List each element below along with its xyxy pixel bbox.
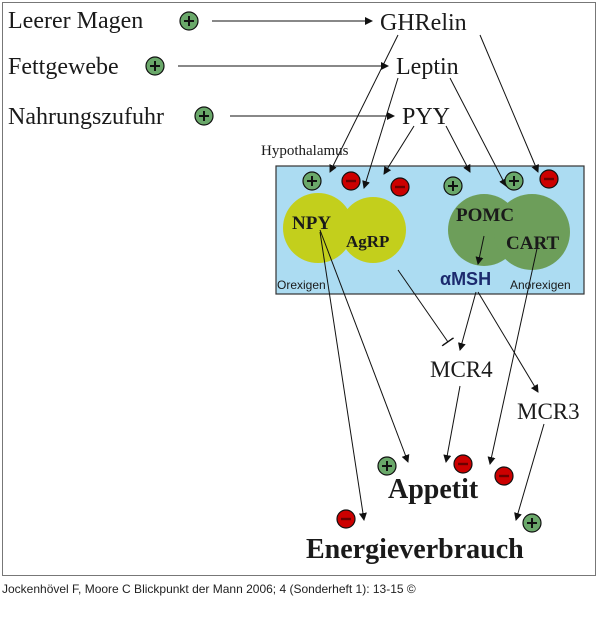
hormone-pyy: PYY	[402, 104, 450, 130]
npy-label: NPY	[292, 213, 331, 234]
hunger-regulation-diagram: ++++−−++−+−−−+ Leerer Magen Fettgewebe N…	[8, 8, 585, 565]
input-food-intake: Nahrungszufuhr	[8, 104, 164, 130]
inhibit-agrp-mcr4	[397, 269, 455, 347]
arrow-mcr3-energy	[514, 423, 545, 521]
npy-circle	[283, 193, 353, 263]
arrow-npy-energy	[319, 231, 367, 521]
agrp-label: AgRP	[346, 232, 389, 251]
appetite-minus-badge: −	[453, 454, 473, 474]
arrow-leptin-pomc	[449, 77, 507, 187]
arrow-leptin-agrp	[362, 77, 399, 189]
cart-minus-badge: −	[539, 169, 559, 189]
hormone-ghrelin: GHRelin	[380, 10, 467, 36]
cart-label: CART	[506, 233, 559, 254]
amsh-label: αMSH	[440, 269, 491, 289]
arrow-ghrelin-npy	[329, 34, 399, 173]
hypothalamus-title: Hypothalamus	[261, 143, 349, 159]
arrow-pyy-pomc	[445, 125, 471, 173]
arrow-pomc-amsh	[475, 235, 485, 265]
energy-minus-badge: −	[336, 509, 356, 529]
receptor-mcr3: MCR3	[517, 399, 580, 424]
food-intake-plus-badge: +	[194, 106, 214, 126]
orexigen-label: Orexigen	[277, 278, 326, 292]
arrow-cart-appetite	[487, 243, 539, 465]
appetite-minus-badge-2: −	[494, 466, 514, 486]
appetite-plus-badge: +	[377, 456, 397, 476]
arrow-ghrelin-cart	[479, 34, 539, 173]
arrow-pyy-agrp	[383, 125, 415, 175]
empty-stomach-plus-badge: +	[179, 11, 199, 31]
figure-frame	[2, 2, 596, 576]
arrow-npy-appetite	[319, 229, 410, 463]
figure-caption: Jockenhövel F, Moore C Blickpunkt der Ma…	[2, 582, 416, 596]
agrp-minus-badge-2: −	[390, 177, 410, 197]
agrp-circle	[340, 197, 406, 263]
energy-plus-badge: +	[522, 513, 542, 533]
outcome-appetite: Appetit	[388, 474, 479, 505]
arrow-amsh-mcr4	[458, 291, 477, 351]
cart-plus-badge: +	[504, 171, 524, 191]
arrow-mcr4-appetite	[443, 385, 461, 463]
pomc-plus-badge: +	[443, 176, 463, 196]
agrp-minus-badge: −	[341, 171, 361, 191]
receptor-mcr4: MCR4	[430, 357, 493, 382]
fat-tissue-plus-badge: +	[145, 56, 165, 76]
arrow-amsh-mcr3	[477, 291, 539, 393]
pomc-label: POMC	[456, 205, 514, 226]
hormone-leptin: Leptin	[396, 54, 459, 80]
outcome-energy: Energieverbrauch	[306, 534, 524, 565]
input-empty-stomach: Leerer Magen	[8, 8, 143, 34]
anorexigen-label: Anorexigen	[510, 278, 571, 292]
npy-plus-badge: +	[302, 171, 322, 191]
input-fat-tissue: Fettgewebe	[8, 54, 119, 80]
cart-circle	[494, 194, 570, 270]
